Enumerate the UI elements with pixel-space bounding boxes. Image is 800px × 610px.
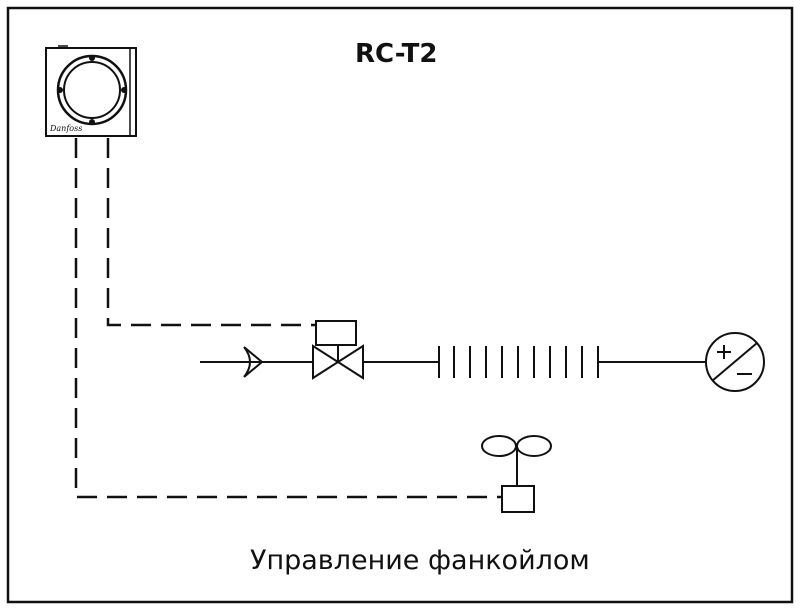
diagram-border	[6, 6, 794, 604]
control-signal-lines	[74, 138, 502, 499]
fan-motor-icon	[501, 485, 535, 513]
diagram-title: RC-T2	[355, 39, 438, 69]
fan-icon	[481, 435, 552, 486]
heat-exchanger-coil-icon	[438, 346, 599, 378]
valve-actuator-icon	[315, 320, 357, 362]
diagram-caption: Управление фанкойлом	[250, 545, 590, 576]
danfoss-logo: Danfoss	[49, 124, 82, 133]
power-supply-icon	[705, 332, 765, 392]
valve-control-line	[106, 138, 315, 327]
flow-direction-arrow-icon	[200, 346, 312, 378]
fan-control-line	[74, 138, 502, 499]
thermostat-controller-icon: Danfoss	[45, 45, 137, 137]
